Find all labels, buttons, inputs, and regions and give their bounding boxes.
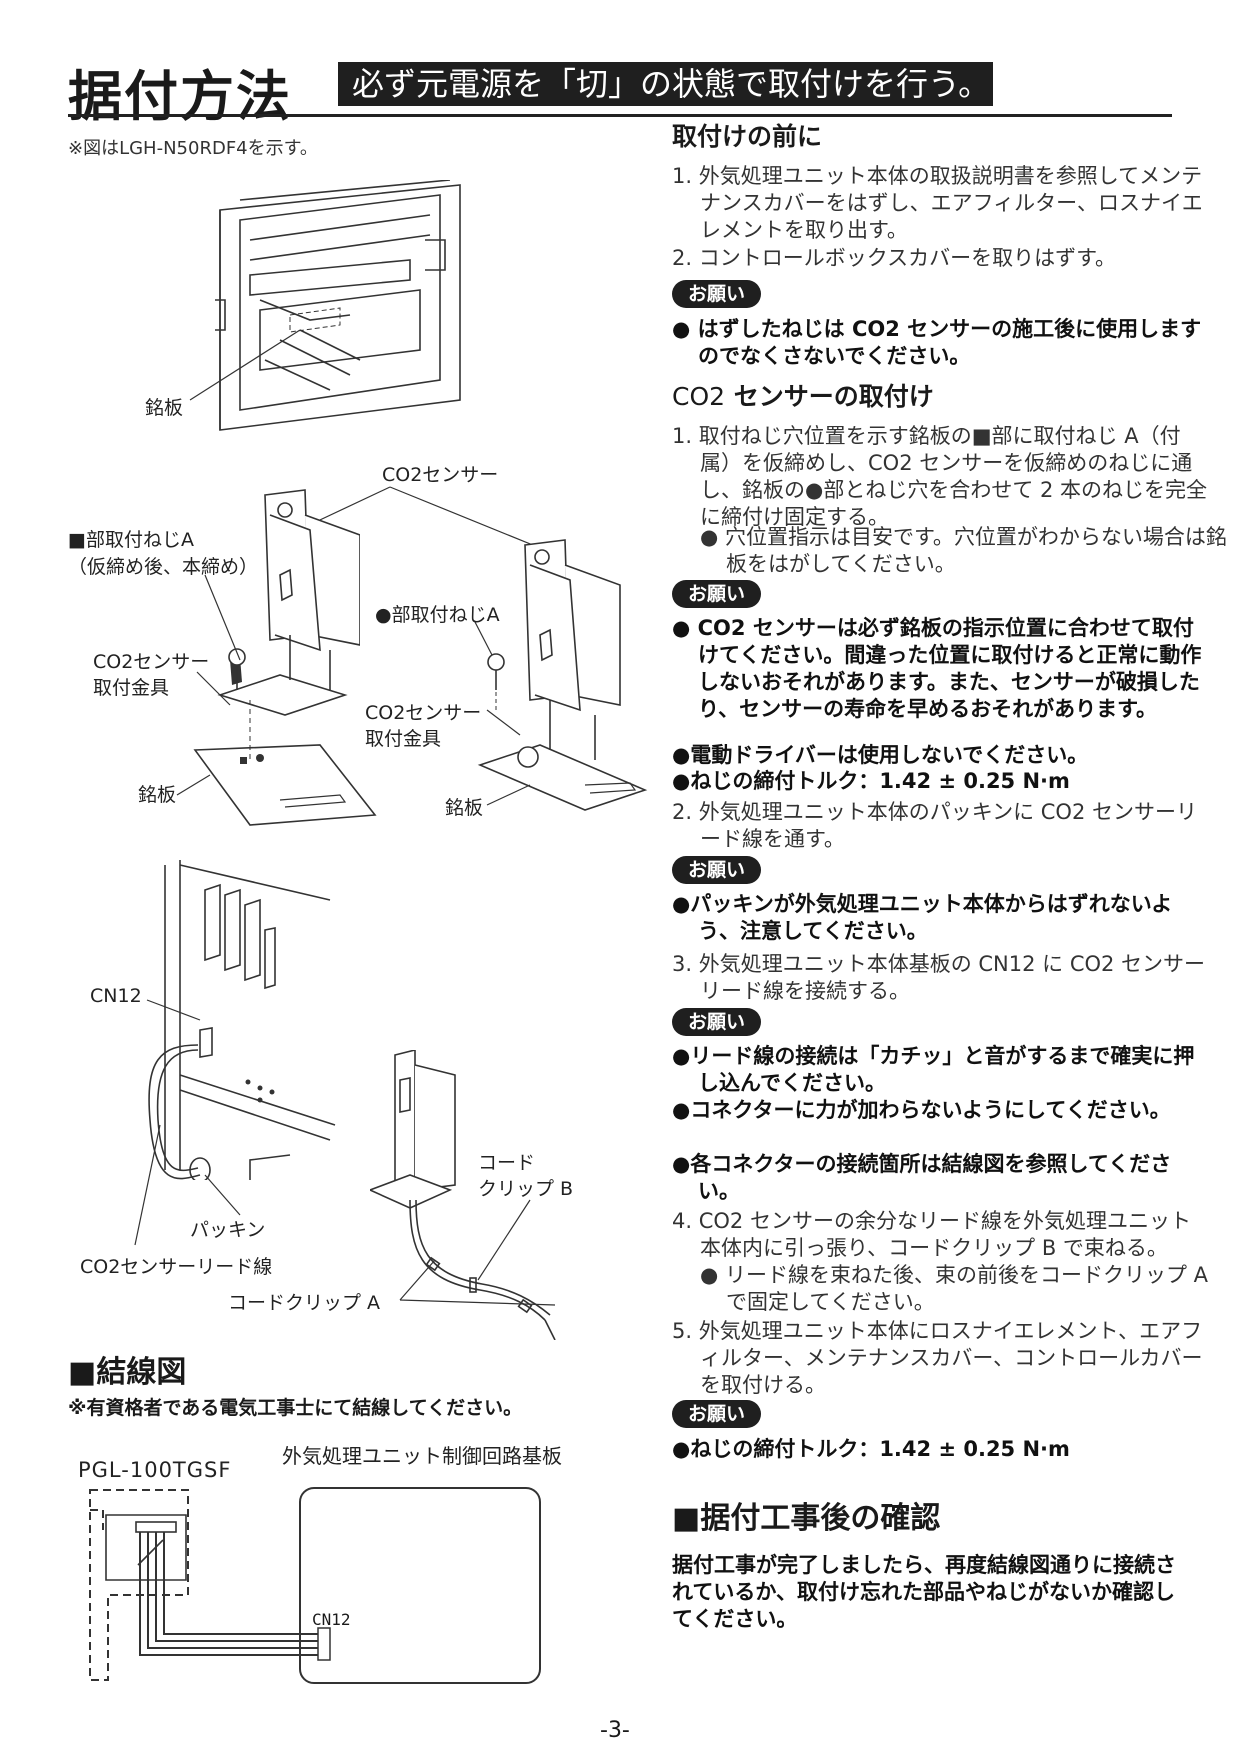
leader-bracket-left [196, 671, 231, 706]
figure-note: ※図はLGH-N50RDF4を示す。 [68, 138, 318, 159]
install-request-6: ●コネクターに力が加わらないようにしてください。 [672, 1098, 1171, 1122]
wiring-heading: ■結線図 [68, 1355, 187, 1390]
install-step-3: 3. 外気処理ユニット本体基板の CN12 に CO2 センサーリード線を接続す… [672, 952, 1206, 1003]
label-bracket-right-1: CO2センサー [365, 702, 482, 724]
label-square-screw-note: （仮締め後、本締め） [68, 556, 259, 578]
request-badge-5: お願い [672, 1400, 762, 1428]
before-request-1: ● はずしたねじは CO2 センサーの施工後に使用しますのでなくさないでください… [672, 317, 1202, 368]
leader-nameplate-left [176, 774, 211, 796]
page-number: -3- [600, 1718, 630, 1743]
header-rule [68, 114, 1172, 117]
leader-clip-a [399, 1259, 556, 1306]
leader-circle-screw [474, 621, 493, 656]
label-lead-wire: CO2センサーリード線 [80, 1256, 273, 1278]
install-request-4: ●パッキンが外気処理ユニット本体からはずれないよう、注意してください。 [672, 892, 1173, 943]
label-co2-sensor: CO2センサー [382, 464, 499, 486]
install-request-1: ● CO2 センサーは必ず銘板の指示位置に合わせて取付けてください。間違った位置… [672, 616, 1202, 721]
request-badge-1: お願い [672, 280, 762, 308]
wiring-connector-label: CN12 [312, 1610, 351, 1629]
page-title: 据付方法 [68, 65, 292, 128]
unit-interior-illustration [215, 180, 461, 431]
label-nameplate-top: 銘板 [145, 397, 184, 419]
request-badge-4: お願い [672, 1008, 762, 1036]
wiring-diagram [89, 1487, 541, 1684]
before-step-1: 1. 外気処理ユニット本体の取扱説明書を参照してメンテナンスカバーをはずし、エア… [672, 164, 1203, 242]
warning-banner: 必ず元電源を「切」の状態で取付けを行う。 [338, 62, 993, 106]
dashed-line-left [249, 700, 251, 760]
install-step-4: 4. CO2 センサーの余分なリード線を外気処理ユニット本体内に引っ張り、コード… [672, 1209, 1191, 1260]
install-step-1-sub: ● 穴位置指示は目安です。穴位置がわからない場合は銘板をはがしてください。 [700, 525, 1227, 576]
leader-bracket-right [486, 709, 521, 736]
label-circle-screw: ●部取付ねじA [375, 604, 500, 626]
label-clip-b-1: コード [478, 1152, 536, 1174]
install-request-7: ●各コネクターの接続箇所は結線図を参照してください。 [672, 1152, 1172, 1203]
label-cn12: CN12 [90, 985, 142, 1007]
wiring-note: ※有資格者である電気工事士にて結線してください。 [68, 1397, 523, 1419]
leader-lead-wire [134, 1124, 161, 1246]
before-heading: 取付けの前に [672, 122, 823, 151]
leader-packing [204, 1174, 241, 1216]
leader-clip-b [477, 1199, 531, 1281]
label-bracket-right-2: 取付金具 [365, 728, 442, 750]
wiring-board-label: 外気処理ユニット制御回路基板 [282, 1444, 562, 1468]
label-nameplate-left: 銘板 [138, 784, 177, 806]
screw-right [487, 653, 505, 710]
leader-square-screw [204, 574, 241, 661]
before-step-2: 2. コントロールボックスカバーを取りはずす。 [672, 246, 1116, 270]
request-badge-3: お願い [672, 856, 762, 884]
install-step-1: 1. 取付ねじ穴位置を示す銘板の■部に取付ねじ A（付属）を仮締めし、CO2 セ… [672, 424, 1208, 529]
install-step-2: 2. 外気処理ユニット本体のパッキンに CO2 センサーリード線を通す。 [672, 800, 1197, 851]
nameplate-left-illustration [193, 744, 377, 826]
install-request-3: ●ねじの締付トルク：1.42 ± 0.25 N·m [672, 769, 1070, 793]
leader-cn12 [146, 999, 201, 1021]
label-packing: パッキン [190, 1219, 266, 1241]
leader-nameplate-top [189, 329, 301, 401]
install-request-2: ●電動ドライバーは使用しないでください。 [672, 743, 1089, 767]
label-bracket-left-1: CO2センサー [93, 651, 210, 673]
label-nameplate-right: 銘板 [445, 797, 484, 819]
label-bracket-left-2: 取付金具 [93, 677, 170, 699]
label-clip-b-2: クリップ B [478, 1178, 574, 1200]
control-board-illustration [148, 860, 336, 1180]
co2-sensor-left-illustration [217, 489, 360, 716]
install-step-5: 5. 外気処理ユニット本体にロスナイエレメント、エアフィルター、メンテナンスカバ… [672, 1319, 1203, 1397]
install-heading: CO2 センサーの取付け [672, 382, 934, 411]
after-heading: ■据付工事後の確認 [672, 1501, 941, 1536]
sensor-with-wire-illustration [370, 1050, 556, 1340]
install-request-5: ●リード線の接続は「カチッ」と音がするまで確実に押し込んでください。 [672, 1044, 1195, 1095]
leader-nameplate-right [486, 784, 531, 806]
label-clip-a: コードクリップ A [228, 1292, 381, 1314]
request-badge-2: お願い [672, 580, 762, 608]
wiring-device-label: PGL-100TGSF [78, 1458, 232, 1482]
install-step-4-sub: ● リード線を束ねた後、束の前後をコードクリップ A で固定してください。 [700, 1263, 1209, 1314]
co2-sensor-right-illustration [477, 539, 648, 811]
install-request-8: ●ねじの締付トルク：1.42 ± 0.25 N·m [672, 1437, 1070, 1461]
label-square-screw: ■部取付ねじA [68, 529, 194, 551]
after-text: 据付工事が完了しましたら、再度結線図通りに接続されているか、取付け忘れた部品やね… [672, 1553, 1176, 1631]
